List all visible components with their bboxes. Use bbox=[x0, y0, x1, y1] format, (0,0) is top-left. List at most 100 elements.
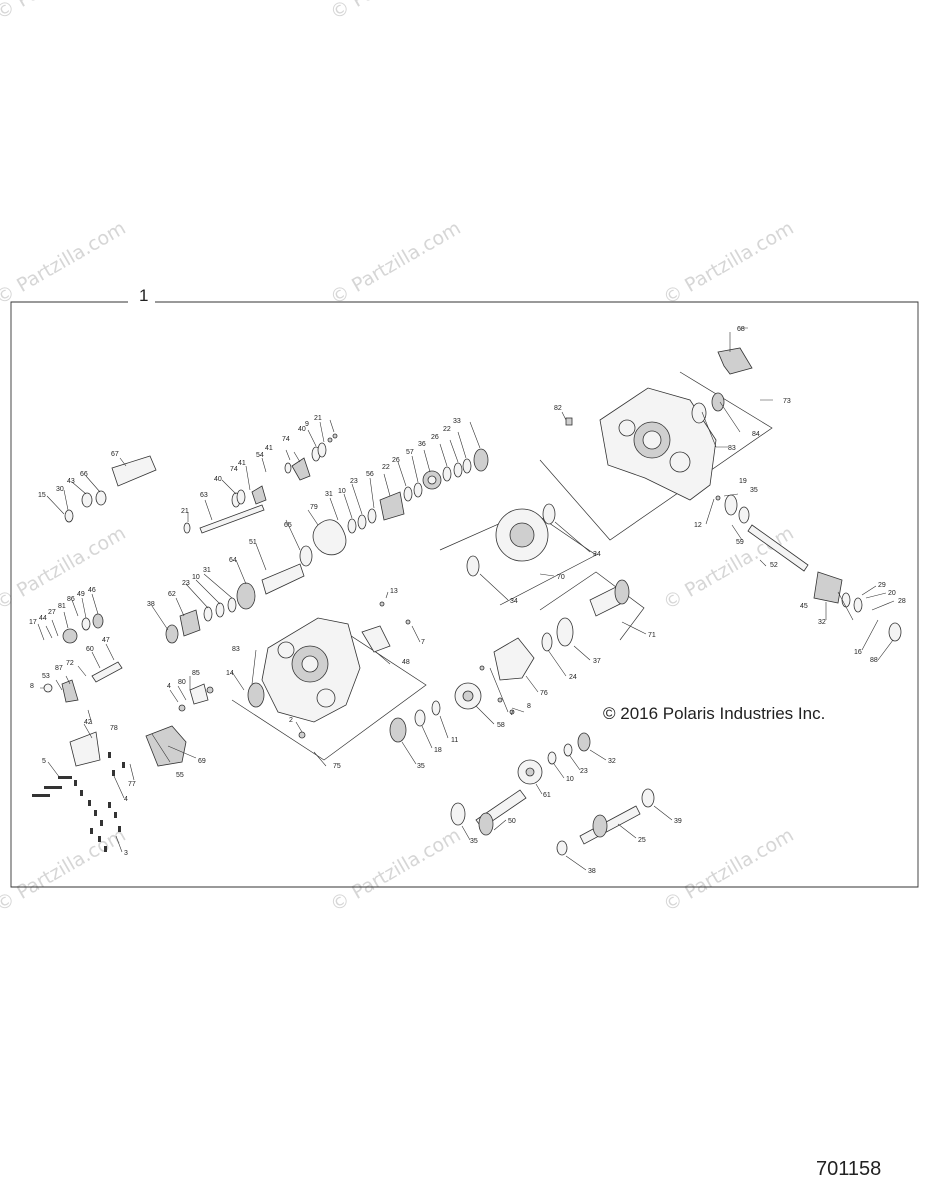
callout-79: 79 bbox=[310, 504, 318, 511]
watermark: © Partzilla.com bbox=[0, 0, 129, 24]
callout-55: 55 bbox=[176, 772, 184, 779]
callout-23: 23 bbox=[182, 580, 190, 587]
bracket-part bbox=[717, 347, 753, 375]
callout-38: 38 bbox=[147, 601, 155, 608]
callout-74: 74 bbox=[230, 466, 238, 473]
callout-17: 17 bbox=[29, 619, 37, 626]
callout-25: 25 bbox=[638, 837, 646, 844]
watermark: © Partzilla.com bbox=[0, 522, 129, 614]
callout-9: 9 bbox=[305, 421, 309, 428]
callout-82: 82 bbox=[554, 405, 562, 412]
callout-13: 13 bbox=[390, 588, 398, 595]
callout-52: 52 bbox=[770, 562, 778, 569]
callout-10: 10 bbox=[566, 776, 574, 783]
callout-18: 18 bbox=[434, 747, 442, 754]
callout-15: 15 bbox=[38, 492, 46, 499]
watermark: © Partzilla.com bbox=[660, 217, 798, 309]
callout-88: 88 bbox=[870, 657, 878, 664]
callout-35: 35 bbox=[470, 838, 478, 845]
callout-4: 4 bbox=[167, 683, 171, 690]
callout-27: 27 bbox=[48, 609, 56, 616]
shift-drum bbox=[111, 455, 157, 487]
watermark: © Partzilla.com bbox=[660, 824, 798, 916]
callout-63: 63 bbox=[200, 492, 208, 499]
callout-69: 69 bbox=[198, 758, 206, 765]
front-housing-group: 13 14 83 48 7 2 75 bbox=[226, 588, 427, 770]
frame-label: 1 bbox=[133, 286, 155, 306]
callout-36: 36 bbox=[418, 441, 426, 448]
callout-40: 40 bbox=[298, 426, 306, 433]
callout-56: 56 bbox=[366, 471, 374, 478]
callout-32: 32 bbox=[608, 758, 616, 765]
callout-59: 59 bbox=[736, 539, 744, 546]
watermark: © Partzilla.com bbox=[0, 217, 129, 309]
callout-20: 20 bbox=[888, 590, 896, 597]
callout-23: 23 bbox=[350, 478, 358, 485]
callout-28: 28 bbox=[898, 598, 906, 605]
output-shaft bbox=[747, 524, 809, 572]
callout-60: 60 bbox=[86, 646, 94, 653]
callout-7: 7 bbox=[421, 639, 425, 646]
callout-80: 80 bbox=[178, 679, 186, 686]
watermark: © Partzilla.com bbox=[0, 824, 129, 916]
mounting-bracket bbox=[69, 731, 101, 767]
callout-74: 74 bbox=[282, 436, 290, 443]
callout-22: 22 bbox=[443, 426, 451, 433]
callout-72: 72 bbox=[66, 660, 74, 667]
callout-8: 8 bbox=[30, 683, 34, 690]
document-number: 701158 bbox=[816, 1158, 882, 1180]
shift-drum-group: 67 43 66 30 15 bbox=[38, 451, 157, 523]
callout-33: 33 bbox=[453, 418, 461, 425]
callout-62: 62 bbox=[168, 591, 176, 598]
main-shaft-group: 51 64 31 10 23 62 38 bbox=[147, 519, 313, 644]
callout-42: 42 bbox=[84, 719, 92, 726]
callout-85: 85 bbox=[192, 670, 200, 677]
callout-4: 4 bbox=[124, 796, 128, 803]
drive-belt-ring bbox=[312, 519, 347, 556]
callout-10: 10 bbox=[338, 488, 346, 495]
callout-24: 24 bbox=[569, 674, 577, 681]
watermark: © Partzilla.com bbox=[327, 217, 465, 309]
countershaft-group: 11 18 35 32 23 10 61 50 35 bbox=[389, 700, 616, 845]
callout-50: 50 bbox=[508, 818, 516, 825]
callout-47: 47 bbox=[102, 637, 110, 644]
callout-71: 71 bbox=[648, 632, 656, 639]
callout-19: 19 bbox=[739, 478, 747, 485]
callout-10: 10 bbox=[192, 574, 200, 581]
callout-77: 77 bbox=[128, 781, 136, 788]
callout-81: 81 bbox=[58, 603, 66, 610]
callout-43: 43 bbox=[67, 478, 75, 485]
callout-73: 73 bbox=[783, 398, 791, 405]
callout-32: 32 bbox=[818, 619, 826, 626]
callout-34: 34 bbox=[510, 598, 518, 605]
callout-37: 37 bbox=[593, 658, 601, 665]
callout-40: 40 bbox=[214, 476, 222, 483]
shift-fork-group: 63 21 40 74 41 54 41 74 40 9 21 bbox=[181, 415, 338, 534]
callout-34: 34 bbox=[593, 551, 601, 558]
callout-26: 26 bbox=[392, 457, 400, 464]
callout-41: 41 bbox=[238, 460, 246, 467]
callout-61: 61 bbox=[543, 792, 551, 799]
input-shaft-group: 65 79 31 10 23 56 22 26 57 36 26 22 33 bbox=[284, 418, 489, 556]
callout-83: 83 bbox=[728, 445, 736, 452]
callout-5: 5 bbox=[42, 758, 46, 765]
callout-23: 23 bbox=[580, 768, 588, 775]
watermark: © Partzilla.com bbox=[327, 0, 465, 24]
callout-45: 45 bbox=[800, 603, 808, 610]
callout-7: 7 bbox=[510, 710, 514, 717]
output-gear-group: 34 70 34 bbox=[439, 503, 601, 606]
callout-21: 21 bbox=[314, 415, 322, 422]
watermark: © Partzilla.com bbox=[327, 824, 465, 916]
callout-48: 48 bbox=[402, 659, 410, 666]
callout-29: 29 bbox=[878, 582, 886, 589]
callout-31: 31 bbox=[203, 567, 211, 574]
callout-54: 54 bbox=[256, 452, 264, 459]
callout-65: 65 bbox=[284, 522, 292, 529]
diagram-frame bbox=[10, 301, 919, 888]
callout-3: 3 bbox=[124, 850, 128, 857]
callout-46: 46 bbox=[88, 587, 96, 594]
cover-plate bbox=[493, 637, 535, 681]
callout-83: 83 bbox=[232, 646, 240, 653]
callout-53: 53 bbox=[42, 673, 50, 680]
